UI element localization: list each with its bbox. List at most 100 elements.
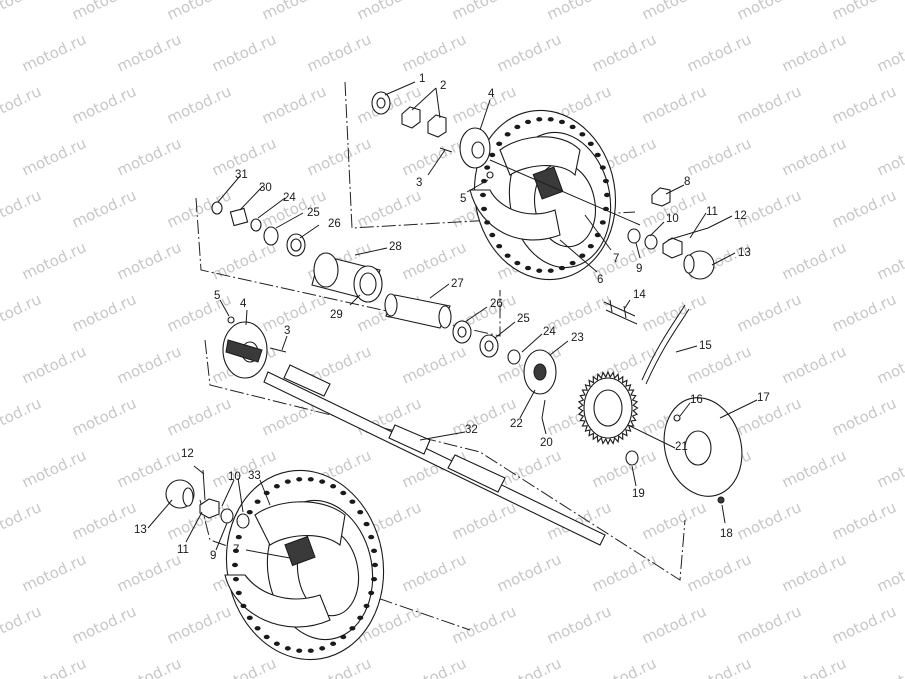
watermark-text: motod.ru xyxy=(639,602,709,647)
tread-hole xyxy=(536,117,543,122)
callout-4-upper: 4 xyxy=(488,88,495,100)
tread-hole xyxy=(307,648,314,653)
callout-29: 29 xyxy=(330,309,343,321)
watermark-text: motod.ru xyxy=(209,654,279,679)
tread-hole xyxy=(349,626,356,631)
callout-33: 33 xyxy=(248,470,261,482)
watermark-text: motod.ru xyxy=(259,0,329,24)
tread-hole xyxy=(496,244,503,249)
tread-hole xyxy=(284,646,291,651)
tread-hole xyxy=(232,562,238,568)
callout-19: 19 xyxy=(632,488,645,500)
callout-23: 23 xyxy=(571,332,584,344)
watermark-text: motod.ru xyxy=(639,0,709,24)
tread-hole xyxy=(481,178,488,184)
tread-hole xyxy=(246,509,253,515)
watermark-text: motod.ru xyxy=(829,0,899,24)
watermark-text: motod.ru xyxy=(684,342,754,387)
tread-hole xyxy=(371,548,378,554)
callout-3-lower: 3 xyxy=(284,325,290,337)
axle-housing xyxy=(311,252,383,303)
watermark-text: motod.ru xyxy=(494,446,564,491)
watermark-text: motod.ru xyxy=(779,446,849,491)
callout-12-upper: 12 xyxy=(734,210,747,222)
callout-10-upper: 10 xyxy=(666,213,679,225)
tread-hole xyxy=(235,534,242,540)
lower-tread-holes xyxy=(232,477,378,653)
watermark-text: motod.ru xyxy=(0,394,44,439)
callout-27: 27 xyxy=(451,278,464,290)
watermark-text: motod.ru xyxy=(734,0,804,24)
callout-13-lower: 13 xyxy=(134,524,147,536)
tread-hole xyxy=(599,165,606,170)
tread-hole xyxy=(504,253,511,258)
callout-25-upper: 25 xyxy=(307,207,320,219)
watermark-text: motod.ru xyxy=(0,602,44,647)
watermark-text: motod.ru xyxy=(779,342,849,387)
watermark-text: motod.ru xyxy=(114,30,184,75)
right-upper-parts xyxy=(627,187,715,280)
watermark-text: motod.ru xyxy=(114,342,184,387)
tread-hole xyxy=(254,499,261,504)
tread-hole xyxy=(273,484,280,489)
tread-hole xyxy=(504,132,511,137)
watermark-text: motod.ru xyxy=(684,654,754,679)
watermark-text: motod.ru xyxy=(779,134,849,179)
tread-hole xyxy=(273,641,280,646)
tread-hole xyxy=(296,648,303,653)
tread-hole xyxy=(340,634,347,640)
watermark-text: motod.ru xyxy=(494,30,564,75)
watermark-text: motod.ru xyxy=(304,134,374,179)
tread-hole xyxy=(569,124,576,130)
tread-hole xyxy=(599,220,606,225)
tread-hole xyxy=(330,641,337,646)
tread-hole xyxy=(340,490,347,496)
callout-14: 14 xyxy=(633,289,646,301)
tread-hole xyxy=(368,534,375,540)
watermark-text: motod.ru xyxy=(19,550,89,595)
callout-22: 22 xyxy=(510,418,523,430)
tread-hole xyxy=(263,634,270,640)
callout-1: 1 xyxy=(419,73,425,85)
upper-bearing-parts xyxy=(211,201,306,257)
watermark-text: motod.ru xyxy=(829,186,899,231)
watermark-text: motod.ru xyxy=(399,134,469,179)
tread-hole xyxy=(489,152,496,158)
tread-hole xyxy=(307,477,314,482)
tread-hole xyxy=(547,268,554,273)
tread-hole xyxy=(536,268,543,273)
watermark-text: motod.ru xyxy=(399,238,469,283)
watermark-text: motod.ru xyxy=(114,550,184,595)
watermark-text: motod.ru xyxy=(164,290,234,335)
callout-10-lower: 10 xyxy=(228,471,241,483)
watermark-text: motod.ru xyxy=(0,82,44,127)
watermark-text: motod.ru xyxy=(874,550,905,595)
callout-labels: 1 2 4 3 5 6 7 8 10 9 11 12 13 14 15 16 1… xyxy=(134,73,770,562)
watermark-text: motod.ru xyxy=(0,498,44,543)
tread-hole xyxy=(254,626,261,631)
callout-26-upper: 26 xyxy=(328,218,341,230)
watermark-text: motod.ru xyxy=(829,498,899,543)
watermark-text: motod.ru xyxy=(684,30,754,75)
watermark-text: motod.ru xyxy=(114,238,184,283)
watermark-text: motod.ru xyxy=(69,186,139,231)
callout-9-upper: 9 xyxy=(636,263,642,275)
tread-hole xyxy=(579,132,586,137)
callout-11-lower: 11 xyxy=(177,544,189,556)
tread-hole xyxy=(372,562,378,568)
tread-hole xyxy=(368,590,375,596)
watermark-text: motod.ru xyxy=(494,550,564,595)
watermark-text: motod.ru xyxy=(734,498,804,543)
watermark-text: motod.ru xyxy=(829,290,899,335)
callout-5-lower: 5 xyxy=(214,290,220,302)
watermark-text: motod.ru xyxy=(779,238,849,283)
tread-hole xyxy=(357,509,364,515)
watermark-text: motod.ru xyxy=(779,30,849,75)
tread-hole xyxy=(484,220,491,225)
tread-hole xyxy=(587,141,594,146)
tread-hole xyxy=(604,192,610,198)
callout-31: 31 xyxy=(235,169,248,181)
leader-lines xyxy=(147,81,758,559)
watermark-text: motod.ru xyxy=(684,550,754,595)
